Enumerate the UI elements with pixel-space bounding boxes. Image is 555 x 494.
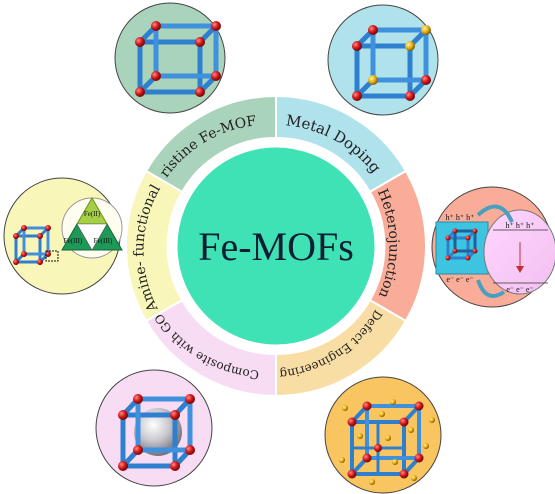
bubble-amine-functional: Fe(II) Fe(III) Fe(III) xyxy=(3,177,123,295)
zoom-box xyxy=(45,250,59,262)
electrons-left: e⁻ e⁻ e⁻ xyxy=(446,275,473,284)
bubble-metal-doping xyxy=(327,4,439,116)
fe-ii-label: Fe(II) xyxy=(84,210,101,218)
bubble-composite-go xyxy=(95,369,213,487)
cycle-arrow-top xyxy=(476,204,514,223)
segment-amine-functional[interactable] xyxy=(125,169,184,323)
holes-right: h⁺ h⁺ h⁺ xyxy=(506,221,535,230)
node-spheres xyxy=(352,25,431,101)
electrons-right: e⁻ e⁻ e⁻ xyxy=(506,285,533,294)
bubble-heterojunction: h⁺ h⁺ h⁺ h⁺ h⁺ h⁺ e⁻ e⁻ e⁻ e⁻ e⁻ e⁻ xyxy=(431,186,555,308)
center-label: Fe-MOFs xyxy=(198,224,354,269)
go-sphere xyxy=(134,408,182,456)
center-circle xyxy=(174,144,378,348)
node-spheres xyxy=(347,401,424,479)
defect-spheres xyxy=(339,399,435,485)
holes-left: h⁺ h⁺ h⁺ xyxy=(446,213,475,222)
cycle-arrow-bottom xyxy=(476,279,506,298)
fe-iii-right-label: Fe(III) xyxy=(94,237,113,245)
triangle-icon xyxy=(61,196,123,251)
fe-iii-left-label: Fe(III) xyxy=(64,237,83,245)
bubble-pristine xyxy=(114,2,226,114)
category-ring xyxy=(125,94,427,398)
node-spheres xyxy=(135,21,221,97)
bubble-defect-engineering xyxy=(324,376,442,494)
